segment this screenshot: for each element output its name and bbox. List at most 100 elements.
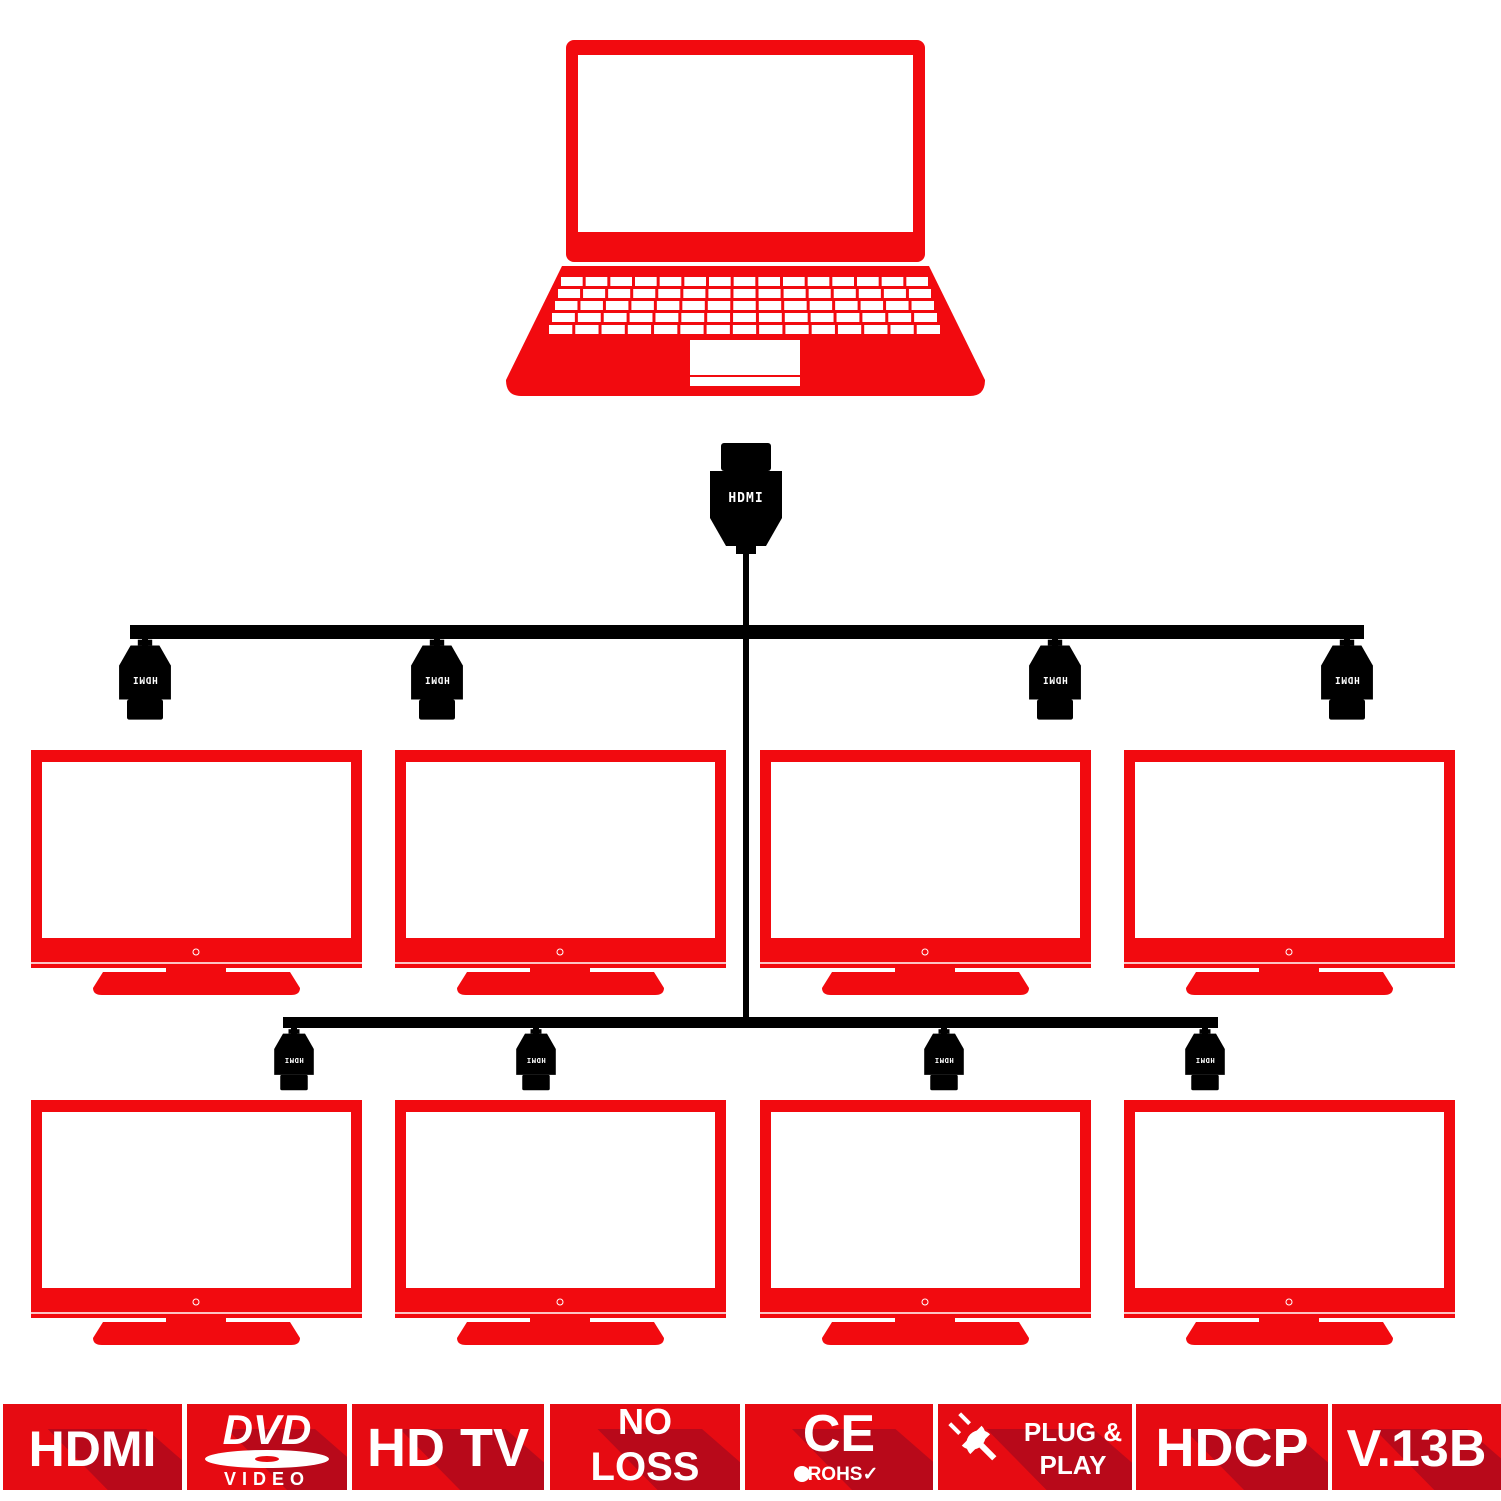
key bbox=[552, 313, 575, 322]
key bbox=[881, 277, 904, 286]
key bbox=[758, 277, 780, 286]
tv-stand bbox=[93, 1322, 300, 1345]
key bbox=[655, 313, 679, 322]
key bbox=[707, 301, 731, 310]
key bbox=[682, 301, 705, 310]
key bbox=[908, 289, 931, 298]
tv-stand bbox=[822, 1322, 1029, 1345]
output-hdmi-connector-row2-4: HDMI bbox=[1185, 1029, 1225, 1091]
tv-stand bbox=[457, 972, 664, 995]
splitter-bar-bottom bbox=[283, 1017, 1218, 1028]
key bbox=[759, 325, 783, 334]
tv-row1-2 bbox=[395, 750, 726, 995]
key bbox=[680, 325, 704, 334]
connector-label: HDMI bbox=[526, 1056, 545, 1065]
tv-row2-1 bbox=[31, 1100, 362, 1345]
plug-pin bbox=[958, 1412, 971, 1426]
key bbox=[633, 289, 656, 298]
output-hdmi-connector-row2-1: HDMI bbox=[274, 1029, 314, 1091]
plug-half bbox=[961, 1425, 986, 1450]
key bbox=[911, 301, 934, 310]
key bbox=[888, 313, 912, 322]
key bbox=[603, 313, 627, 322]
tv-power-led bbox=[192, 948, 200, 956]
connector-strain-relief bbox=[429, 639, 445, 646]
tv-neck bbox=[530, 1318, 590, 1322]
key bbox=[601, 325, 625, 334]
connector-tip bbox=[930, 1074, 958, 1091]
key bbox=[733, 301, 756, 310]
rohs-text: ROHS✓ bbox=[808, 1464, 879, 1485]
connector-strain-relief bbox=[736, 546, 756, 554]
laptop-keyboard bbox=[549, 277, 940, 334]
tv-row1-3 bbox=[760, 750, 1091, 995]
key bbox=[864, 325, 888, 334]
tv-screen bbox=[42, 1112, 351, 1288]
tv-power-led bbox=[556, 1298, 564, 1306]
tv-neck bbox=[166, 968, 226, 972]
badge-text: NO bbox=[618, 1401, 672, 1442]
tv-stand bbox=[1186, 972, 1393, 995]
tv-stand bbox=[822, 972, 1029, 995]
key bbox=[561, 277, 583, 286]
connector-tip bbox=[127, 699, 163, 720]
key bbox=[558, 289, 581, 298]
connector-body bbox=[119, 645, 171, 700]
key bbox=[610, 277, 632, 286]
connector-body bbox=[1321, 645, 1373, 700]
connector-label: HDMI bbox=[284, 1056, 303, 1065]
tv-neck bbox=[895, 1318, 955, 1322]
key bbox=[608, 289, 631, 298]
tv-row1-1 bbox=[31, 750, 362, 995]
connector-tip bbox=[1329, 699, 1365, 720]
key bbox=[732, 325, 757, 334]
key bbox=[883, 289, 906, 298]
key bbox=[785, 325, 809, 334]
tv-stand bbox=[1186, 1322, 1393, 1345]
connector-body bbox=[516, 1033, 556, 1075]
badge-hd-tv: HD TV bbox=[352, 1404, 544, 1490]
dvd-logo-text: DVD bbox=[223, 1406, 312, 1453]
badge-text: PLAY bbox=[1040, 1450, 1107, 1480]
main-cable bbox=[743, 552, 749, 1022]
key bbox=[836, 313, 860, 322]
key bbox=[784, 313, 808, 322]
key bbox=[916, 325, 940, 334]
key bbox=[783, 289, 806, 298]
connector-tip bbox=[1191, 1074, 1219, 1091]
badge-long-shadow bbox=[47, 1429, 182, 1490]
badge-text: HD TV bbox=[367, 1418, 529, 1478]
key bbox=[659, 277, 682, 286]
key bbox=[635, 277, 657, 286]
key bbox=[658, 289, 681, 298]
connector-tip bbox=[721, 443, 771, 471]
output-hdmi-connector-row1-4: HDMI bbox=[1321, 639, 1373, 720]
key bbox=[837, 325, 862, 334]
key bbox=[708, 289, 731, 298]
key bbox=[575, 325, 599, 334]
key bbox=[886, 301, 909, 310]
tv-neck bbox=[895, 968, 955, 972]
key bbox=[684, 277, 706, 286]
plug-pin bbox=[948, 1422, 962, 1435]
tv-power-led bbox=[921, 1298, 929, 1306]
connector-tip bbox=[280, 1074, 308, 1091]
key bbox=[654, 325, 678, 334]
tv-power-led bbox=[1285, 948, 1293, 956]
connector-tip bbox=[419, 699, 455, 720]
key bbox=[914, 313, 937, 322]
key bbox=[807, 277, 830, 286]
connector-strain-relief bbox=[1199, 1029, 1211, 1034]
key bbox=[733, 313, 756, 322]
connector-strain-relief bbox=[530, 1029, 542, 1034]
badge-long-shadow bbox=[1374, 1429, 1501, 1490]
connector-label: HDMI bbox=[728, 491, 763, 506]
tv-screen bbox=[1135, 1112, 1444, 1288]
key bbox=[860, 301, 884, 310]
tv-row2-2 bbox=[395, 1100, 726, 1345]
key bbox=[733, 289, 756, 298]
tv-power-led bbox=[192, 1298, 200, 1306]
tv-neck bbox=[1259, 968, 1319, 972]
